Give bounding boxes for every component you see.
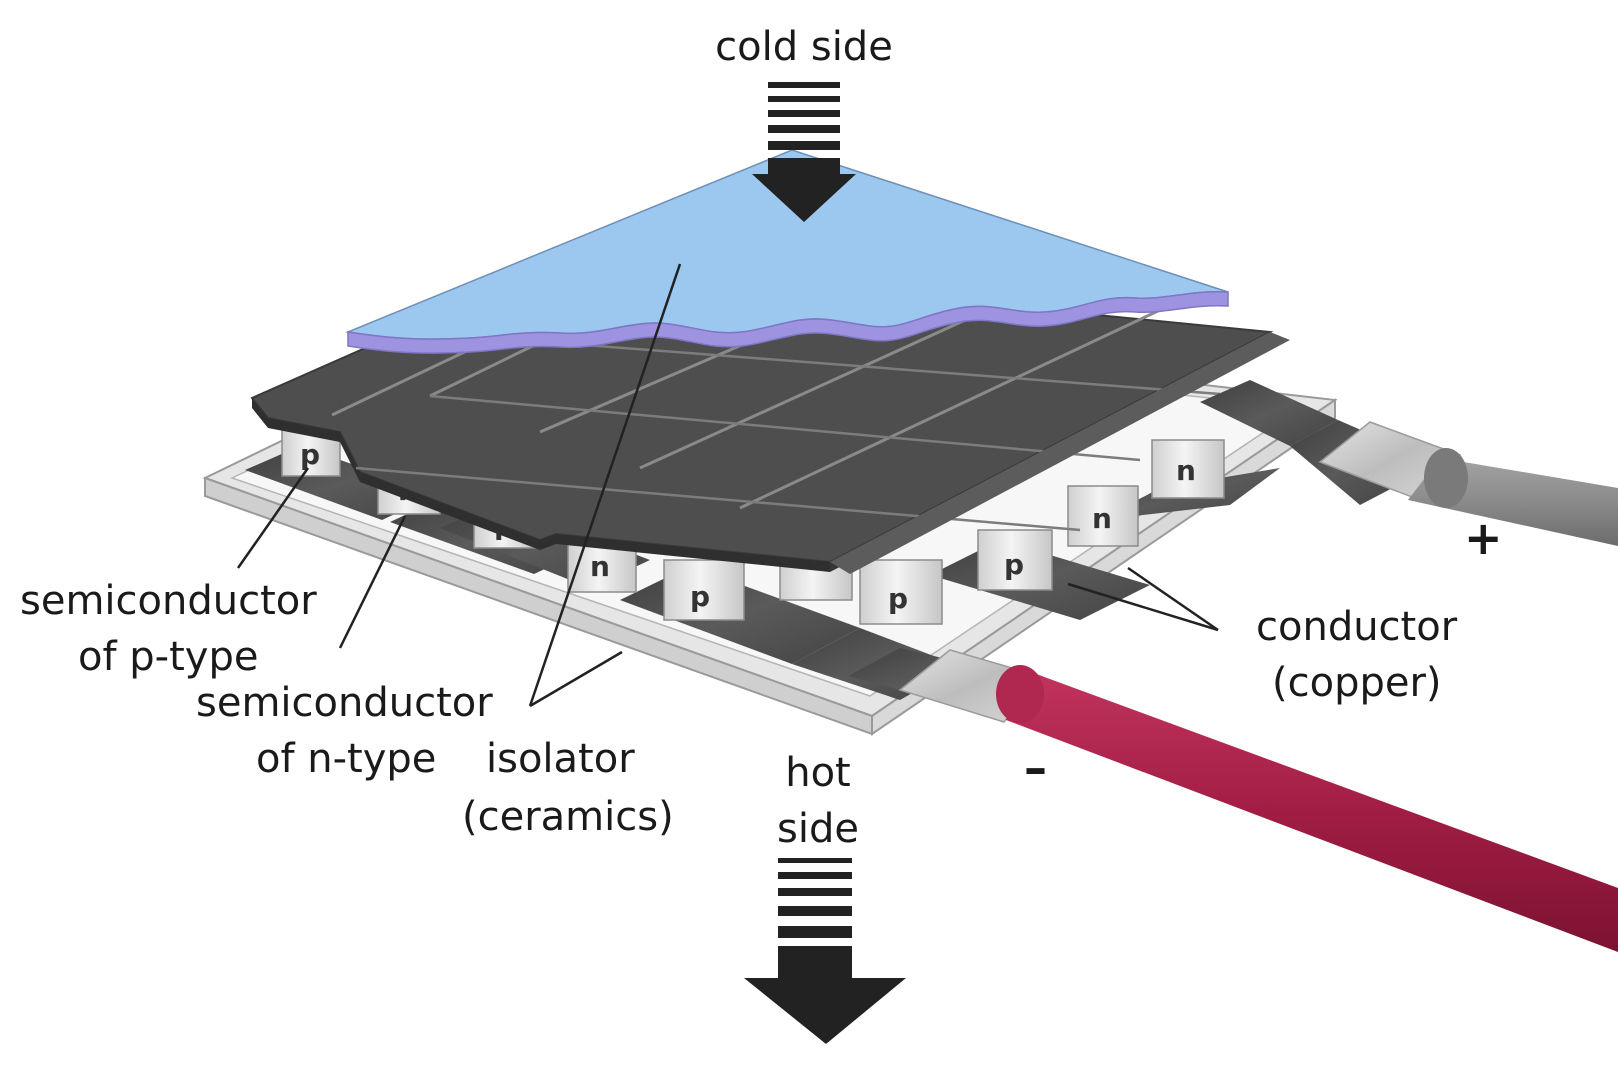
leader-lines [236, 263, 1219, 708]
pellet-p-1: p [281, 427, 341, 477]
conductor-label-line2: (copper) [1272, 660, 1442, 706]
conductor-label-line1: conductor [1256, 604, 1458, 650]
hot-side-label-line2: side [777, 806, 859, 852]
pellet-p-3: p [663, 559, 745, 621]
pellet-label-p: p [300, 438, 320, 471]
labels: cold side semiconductor of p-type semico… [20, 24, 1503, 852]
cold-side-ceramic-plate [345, 149, 1229, 354]
hot-side-label-line1: hot [785, 750, 851, 796]
pellet-n-3: n [1067, 485, 1139, 547]
positive-terminal-symbol: + [1464, 511, 1503, 565]
pellet-label-n: n [590, 550, 610, 583]
cold-side-arrow [752, 82, 856, 222]
pellet-n-4: n [1151, 439, 1225, 499]
semiconductor-n-label-line2: of n-type [256, 736, 436, 782]
negative-wire [848, 648, 1618, 952]
pellet-p-5: p [977, 529, 1053, 591]
pellet-p-4: p [859, 559, 943, 625]
semiconductor-p-label-line1: semiconductor [20, 578, 317, 624]
pellet-label-p: p [888, 582, 908, 615]
semiconductor-p-label-line2: of p-type [78, 634, 258, 680]
pellet-label-p: p [690, 580, 710, 613]
cold-side-label: cold side [715, 24, 893, 70]
hot-side-arrow [744, 858, 906, 1044]
semiconductor-n-label-line1: semiconductor [196, 680, 493, 726]
negative-terminal-symbol: – [1024, 741, 1047, 795]
pellet-label-n: n [1176, 454, 1196, 487]
isolator-label-line2: (ceramics) [462, 794, 674, 840]
positive-wire [1200, 380, 1618, 546]
isolator-label-line1: isolator [486, 736, 635, 782]
pellet-label-p: p [1004, 548, 1024, 581]
pellet-label-n: n [1092, 502, 1112, 535]
